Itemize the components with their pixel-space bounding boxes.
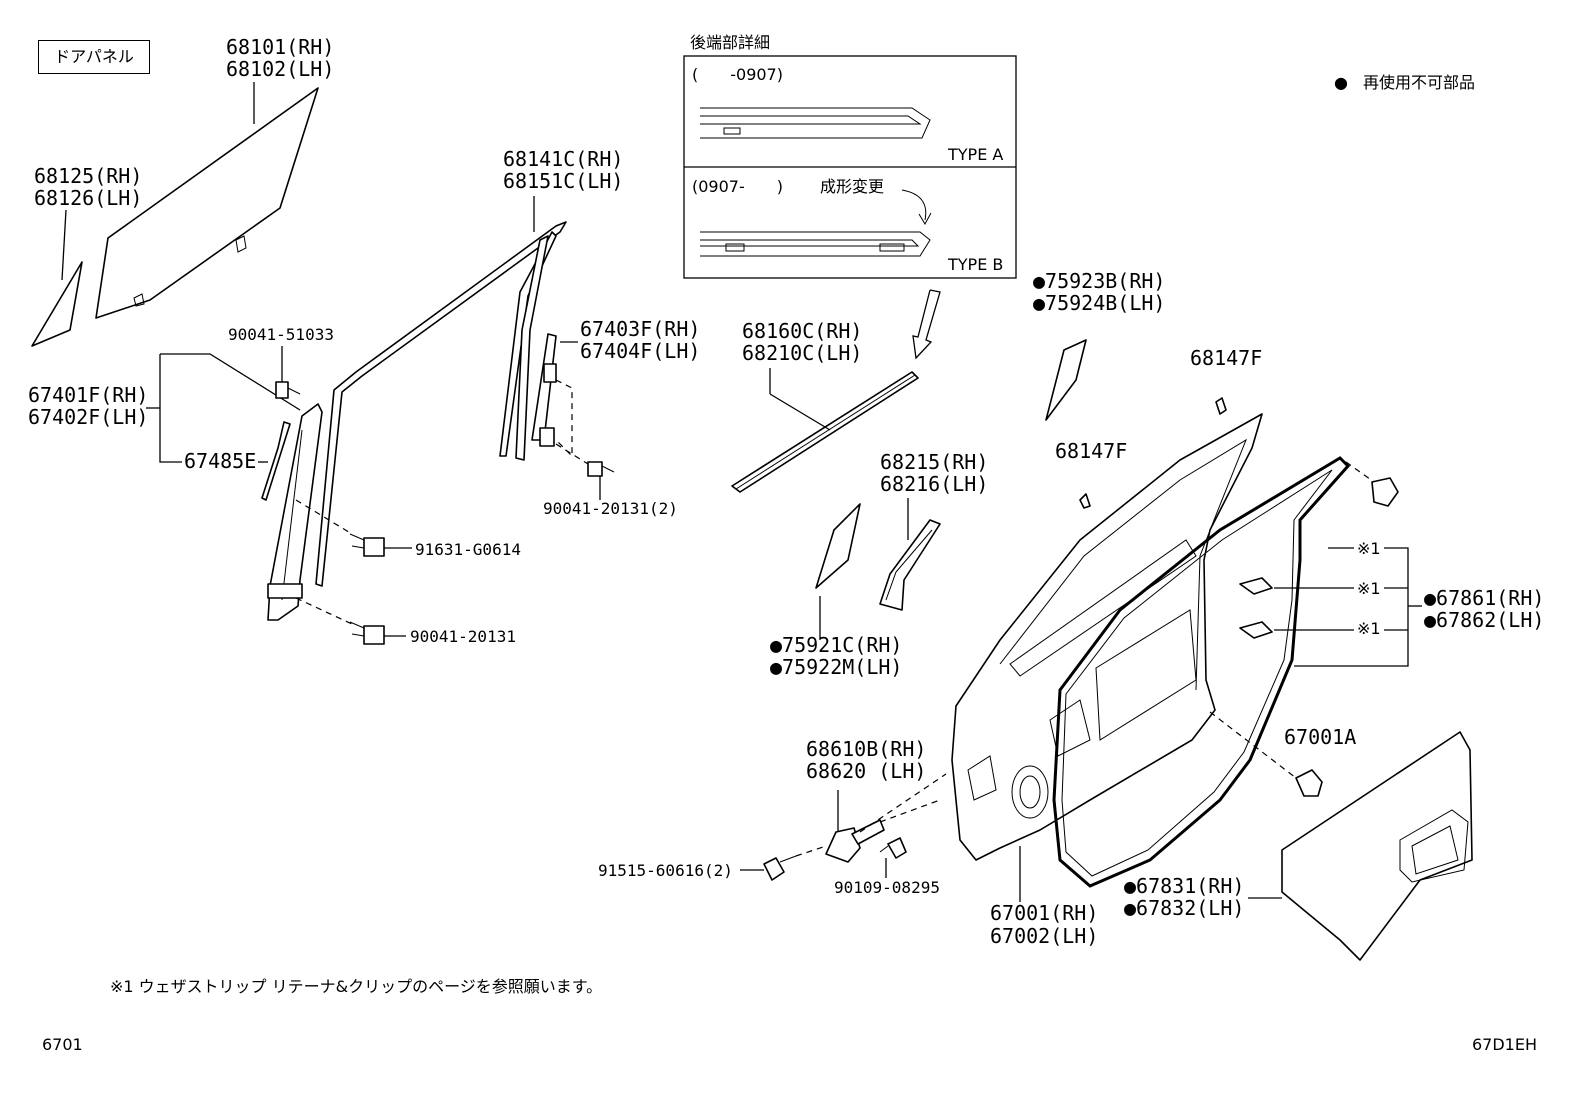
bolt-90041-20131: [295, 597, 406, 645]
part-labels: 68101(RH) 68102(LH) 68125(RH) 68126(LH) …: [28, 35, 1544, 948]
label-67001a[interactable]: 67001A: [1284, 725, 1356, 749]
run-channel-67403f: [531, 333, 589, 465]
label-90041-20131-2[interactable]: 90041-20131(2): [543, 499, 678, 518]
hinge-68610b: [825, 773, 947, 863]
legend-symbol: ●: [1334, 73, 1348, 92]
label-68216[interactable]: 68216(LH): [880, 472, 988, 496]
label-67861[interactable]: ●67861(RH): [1424, 586, 1544, 610]
label-68151c[interactable]: 68151C(LH): [503, 169, 623, 193]
label-67831[interactable]: ●67831(RH): [1124, 874, 1244, 898]
clip-67001a: [1209, 711, 1323, 797]
detail-range-a: ( -0907): [692, 65, 783, 84]
clip-68147f-lower: [1079, 493, 1091, 509]
clip-68147f-upper: [1215, 397, 1227, 415]
legend-text: 再使用不可部品: [1363, 73, 1475, 92]
door-panel-67831: [1248, 731, 1473, 961]
label-67404f[interactable]: 67404F(LH): [580, 339, 700, 363]
label-ref1-a[interactable]: ※1: [1357, 539, 1381, 558]
bolt-90041-20131-2: [587, 461, 615, 500]
frame-molding-68141c: [315, 196, 567, 587]
detail-range-b: (0907- ): [692, 177, 783, 196]
label-68610b[interactable]: 68610B(RH): [806, 737, 926, 761]
garnish-75921c: [815, 503, 861, 640]
label-68160c[interactable]: 68160C(RH): [742, 319, 862, 343]
label-67002[interactable]: 67002(LH): [990, 924, 1098, 948]
label-90041-51033[interactable]: 90041-51033: [228, 325, 334, 344]
label-90109-08295[interactable]: 90109-08295: [834, 878, 940, 897]
label-75924b[interactable]: ●75924B(LH): [1033, 291, 1165, 315]
garnish-75923b: [1045, 339, 1087, 421]
footer-left-code: 6701: [42, 1035, 83, 1054]
label-67401f[interactable]: 67401F(RH): [28, 383, 148, 407]
label-91631-g0614[interactable]: 91631-G0614: [415, 540, 521, 559]
belt-molding-68160c: [731, 368, 919, 493]
label-67862[interactable]: ●67862(LH): [1424, 608, 1544, 632]
label-ref1-c[interactable]: ※1: [1357, 619, 1381, 638]
detail-type-b: TYPE B: [947, 255, 1003, 274]
bolt-90109: [879, 837, 907, 878]
footer: ※1 ウェザストリップ リテーナ&クリップのページを参照願います。 6701 6…: [42, 977, 1537, 1054]
label-67485e[interactable]: 67485E: [184, 449, 256, 473]
bolt-91515: [740, 845, 827, 881]
label-91515-60616[interactable]: 91515-60616(2): [598, 861, 733, 880]
weatherstrip-67861: [1052, 456, 1351, 888]
clip-67001a-top: [1345, 461, 1399, 507]
label-67403f[interactable]: 67403F(RH): [580, 317, 700, 341]
footer-note: ※1 ウェザストリップ リテーナ&クリップのページを参照願います。: [110, 977, 602, 996]
footer-right-code: 67D1EH: [1472, 1035, 1537, 1054]
door-glass-68101: [95, 82, 319, 319]
detail-change-note: 成形変更: [820, 177, 884, 196]
label-75921c[interactable]: ●75921C(RH): [770, 633, 902, 657]
quarter-glass-68125: [31, 209, 83, 347]
label-90041-20131[interactable]: 90041-20131: [410, 627, 516, 646]
detail-title: 後端部詳細: [690, 33, 770, 52]
label-68126[interactable]: 68126(LH): [34, 186, 142, 210]
label-68141c[interactable]: 68141C(RH): [503, 147, 623, 171]
retainer-clips: [1239, 547, 1422, 667]
detail-box: 後端部詳細 ( -0907) TYPE A (0907- ) 成形変更 TYPE…: [683, 33, 1017, 279]
legend: ● 再使用不可部品: [1334, 73, 1475, 92]
label-68102[interactable]: 68102(LH): [226, 57, 334, 81]
run-channel-67401f: [146, 353, 323, 621]
detail-type-a: TYPE A: [947, 145, 1003, 164]
label-68147f-upper[interactable]: 68147F: [1190, 346, 1262, 370]
label-67001[interactable]: 67001(RH): [990, 901, 1098, 925]
diagram-title-box: ドアパネル: [38, 40, 150, 74]
label-68101[interactable]: 68101(RH): [226, 35, 334, 59]
diagram-title: ドアパネル: [54, 47, 134, 66]
label-68125[interactable]: 68125(RH): [34, 164, 142, 188]
label-68210c[interactable]: 68210C(LH): [742, 341, 862, 365]
bolt-90041-51033: [275, 346, 301, 399]
label-ref1-b[interactable]: ※1: [1357, 579, 1381, 598]
label-68147f-lower[interactable]: 68147F: [1055, 439, 1127, 463]
label-75923b[interactable]: ●75923B(RH): [1033, 269, 1165, 293]
bolt-91631-g0614: [295, 499, 412, 557]
door-shell-67001: [951, 413, 1263, 902]
label-75922m[interactable]: ●75922M(LH): [770, 655, 902, 679]
label-68215[interactable]: 68215(RH): [880, 450, 988, 474]
label-67832[interactable]: ●67832(LH): [1124, 896, 1244, 920]
label-68620[interactable]: 68620 (LH): [806, 759, 926, 783]
division-bar-68215: [879, 498, 941, 611]
label-67402f[interactable]: 67402F(LH): [28, 405, 148, 429]
